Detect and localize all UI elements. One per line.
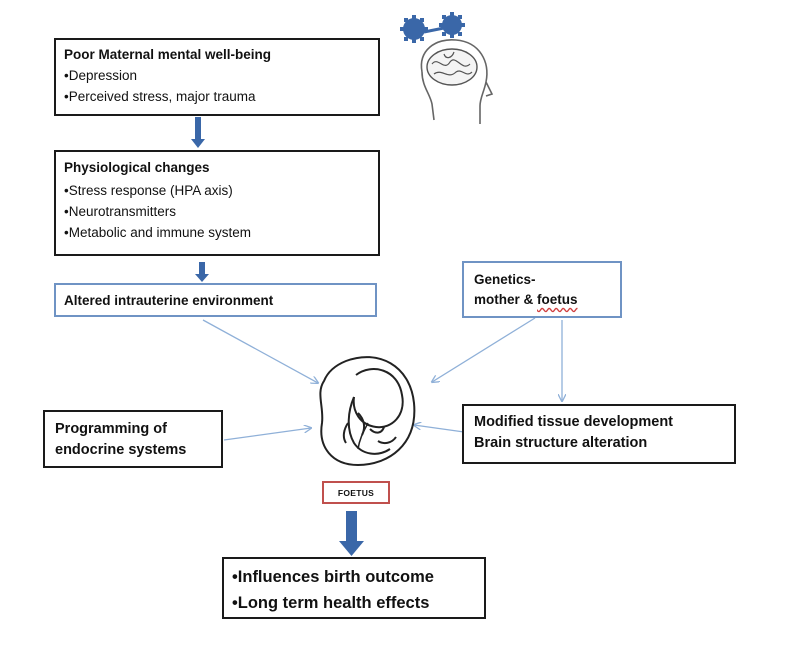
physiological-item-stress: •Stress response (HPA axis) [64,183,233,198]
box-intrauterine: Altered intrauterine environment [54,283,377,317]
genetics-line2-b: foetus [537,292,578,307]
genetics-line1: Genetics- [474,272,536,287]
genetics-line2-a: mother & [474,292,538,307]
box-outcome: •Influences birth outcome •Long term hea… [222,557,486,619]
tissue-line2: Brain structure alteration [474,435,648,451]
endocrine-line1: Programming of [55,421,167,437]
foetus-label-box: FOETUS [322,481,390,504]
box-maternal-wellbeing: Poor Maternal mental well-being •Depress… [54,38,380,116]
arrow-physiological-to-intrauterine [195,262,209,282]
foetus-label: FOETUS [337,488,375,498]
maternal-title: Poor Maternal mental well-being [64,47,272,62]
box-endocrine: Programming of endocrine systems [43,410,223,468]
arrow-maternal-to-physiological [191,117,205,148]
arrow-foetus-to-outcome [339,511,364,556]
outcome-line2: •Long term health effects [232,594,430,612]
line-tissue-to-foetus [414,425,465,433]
physiological-item-metabolic: •Metabolic and immune system [64,225,252,240]
box-tissue-development: Modified tissue development Brain struct… [462,404,736,464]
maternal-item-stress: •Perceived stress, major trauma [64,89,256,104]
maternal-item-depression: •Depression [64,68,138,83]
tissue-line1: Modified tissue development [474,414,673,430]
physiological-title: Physiological changes [64,160,210,175]
box-genetics: Genetics- mother & foetus [462,261,622,318]
physiological-item-neuro: •Neurotransmitters [64,204,177,219]
box-physiological-changes: Physiological changes •Stress response (… [54,150,380,256]
line-intrauterine-to-foetus [202,319,318,383]
line-endocrine-to-foetus [223,428,311,441]
endocrine-line2: endocrine systems [55,442,187,458]
line-genetics-to-foetus [432,317,536,382]
outcome-line1: •Influences birth outcome [232,568,434,586]
intrauterine-title: Altered intrauterine environment [64,293,274,308]
genetics-line2: mother & foetus [474,290,610,310]
